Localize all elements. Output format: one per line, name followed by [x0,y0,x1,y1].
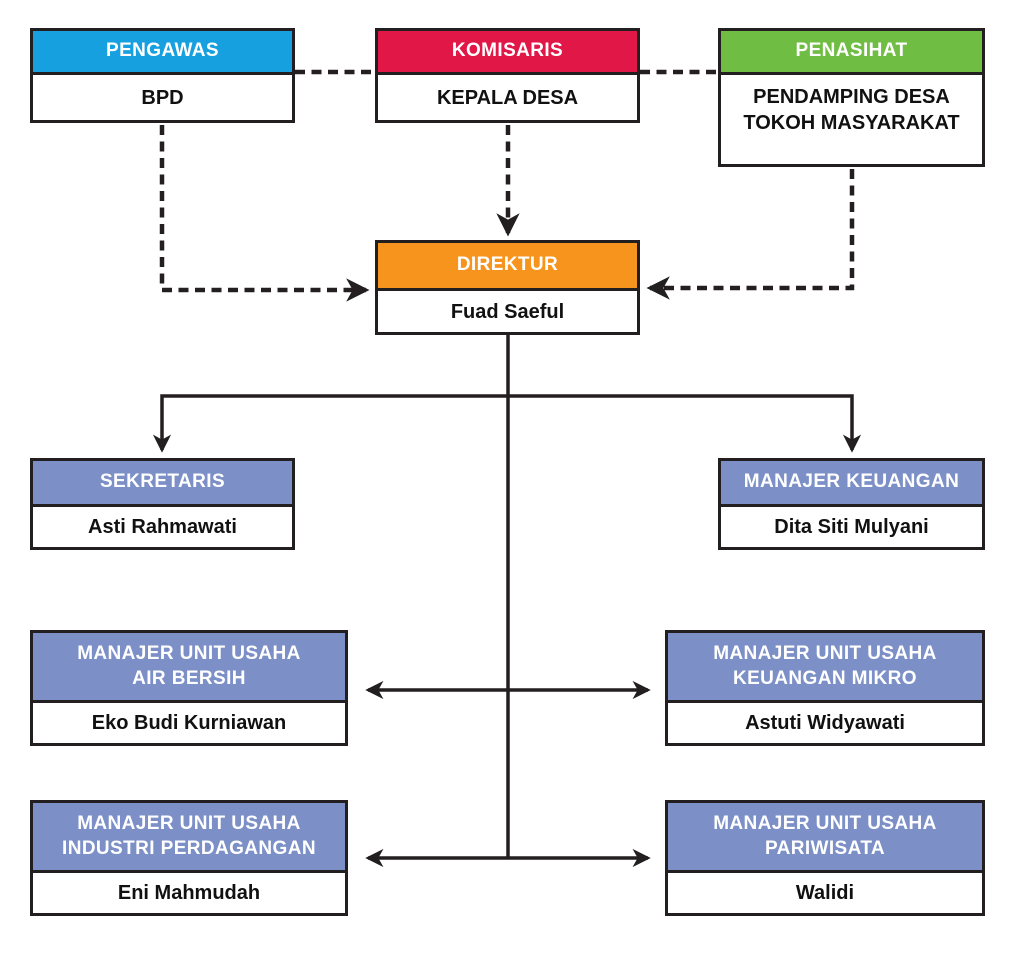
role-header-unit-industri-perdagangan: MANAJER UNIT USAHA INDUSTRI PERDAGANGAN [33,803,345,873]
connector-pengawas-direktur [159,125,370,302]
connector-direktur-branch [152,394,862,453]
org-box-pengawas: PENGAWAS BPD [30,28,295,123]
person-name-pengawas: BPD [141,86,184,109]
role-header-pengawas: PENGAWAS [33,31,292,75]
org-box-direktur: DIREKTUR Fuad Saeful [375,240,640,335]
person-name-direktur: Fuad Saeful [450,300,565,323]
person-name-komisaris: KEPALA DESA [436,86,579,109]
org-box-sekretaris: SEKRETARIS Asti Rahmawati [30,458,295,550]
connector-penasihat-direktur [646,169,855,300]
org-box-unit-industri-perdagangan: MANAJER UNIT USAHA INDUSTRI PERDAGANGAN … [30,800,348,916]
org-box-unit-air-bersih: MANAJER UNIT USAHA AIR BERSIH Eko Budi K… [30,630,348,746]
person-name-unit-air-bersih: Eko Budi Kurniawan [91,712,287,734]
role-header-unit-air-bersih: MANAJER UNIT USAHA AIR BERSIH [33,633,345,703]
role-header-unit-pariwisata: MANAJER UNIT USAHA PARIWISATA [668,803,982,873]
org-box-komisaris: KOMISARIS KEPALA DESA [375,28,640,123]
role-header-komisaris: KOMISARIS [378,31,637,75]
role-header-direktur: DIREKTUR [378,243,637,291]
role-header-unit-keuangan-mikro: MANAJER UNIT USAHA KEUANGAN MIKRO [668,633,982,703]
org-box-unit-pariwisata: MANAJER UNIT USAHA PARIWISATA Walidi [665,800,985,916]
org-box-penasihat: PENASIHAT PENDAMPING DESA TOKOH MASYARAK… [718,28,985,167]
person-name-unit-industri-perdagangan: Eni Mahmudah [117,882,261,904]
person-name-sekretaris: Asti Rahmawati [88,516,237,538]
role-header-sekretaris: SEKRETARIS [33,461,292,507]
role-header-manajer-keuangan: MANAJER KEUANGAN [721,461,982,507]
org-box-manajer-keuangan: MANAJER KEUANGAN Dita Siti Mulyani [718,458,985,550]
person-name-unit-pariwisata: Walidi [795,882,855,904]
person-name-unit-keuangan-mikro: Astuti Widyawati [745,712,905,734]
org-box-unit-keuangan-mikro: MANAJER UNIT USAHA KEUANGAN MIKRO Astuti… [665,630,985,746]
person-name-manajer-keuangan: Dita Siti Mulyani [774,516,929,538]
role-header-penasihat: PENASIHAT [721,31,982,75]
person-name-penasihat: PENDAMPING DESA TOKOH MASYARAKAT [743,86,960,134]
